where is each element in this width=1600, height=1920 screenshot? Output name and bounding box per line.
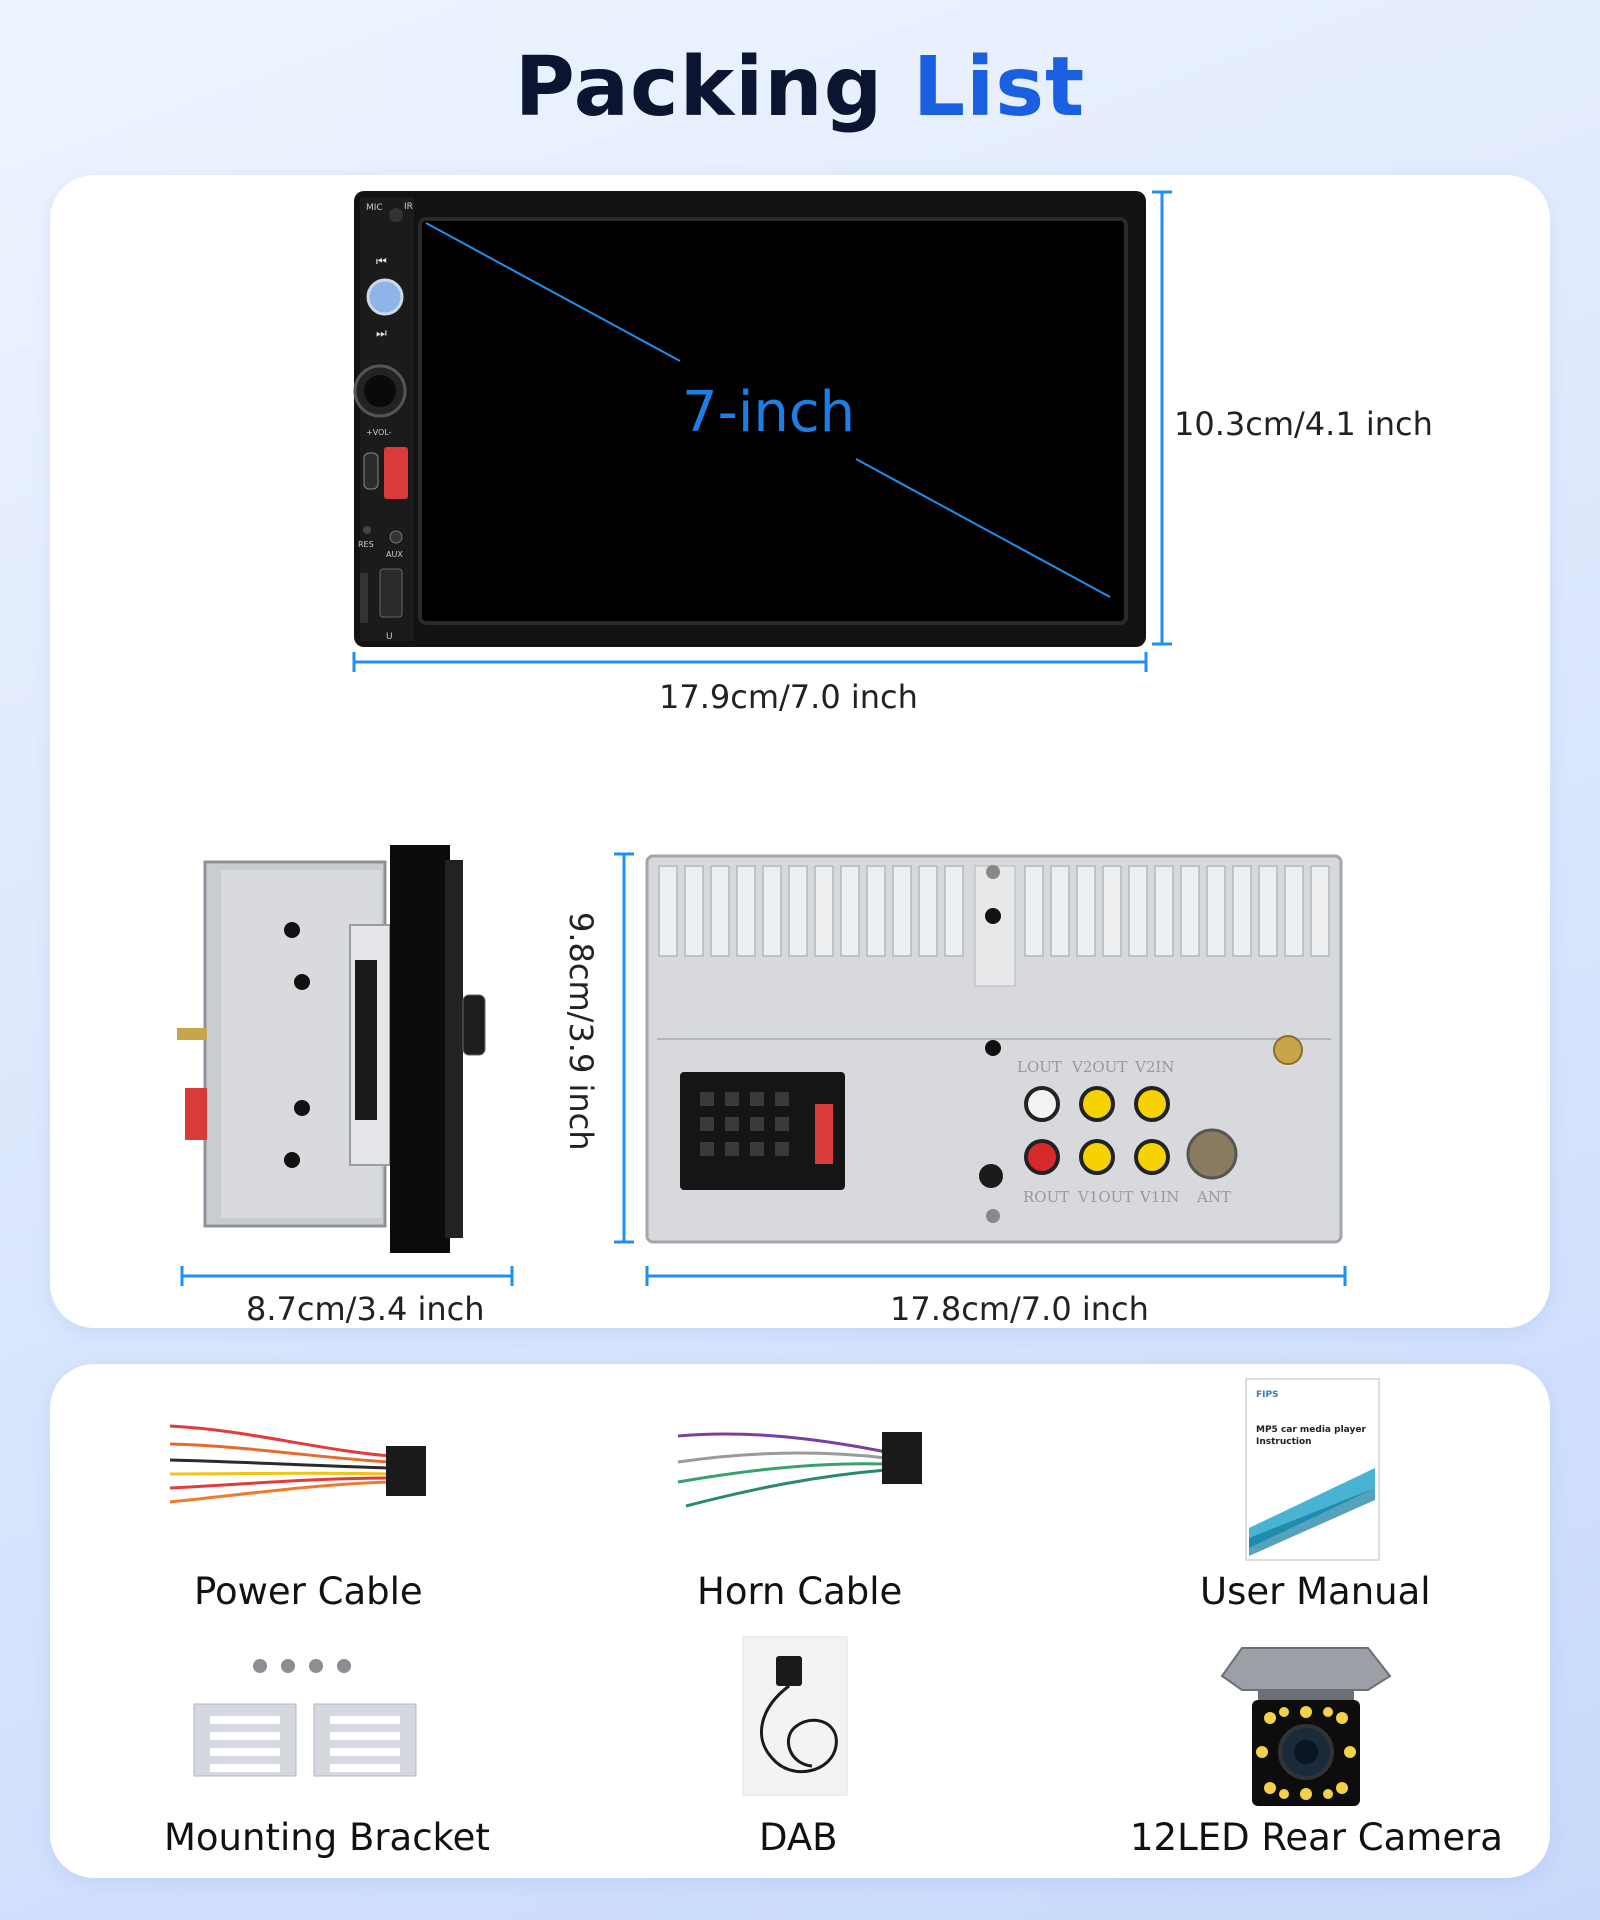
- side-view-illustration: [177, 845, 486, 1253]
- vol-label: +VOL-: [366, 428, 392, 437]
- usb-port: [384, 447, 408, 499]
- accessory-label-dab: DAB: [759, 1816, 838, 1859]
- height-dimension-line: [1152, 190, 1172, 646]
- center-rib: [974, 865, 1016, 987]
- accessory-label-mounting-bracket: Mounting Bracket: [164, 1816, 490, 1859]
- iso-latch: [815, 1104, 833, 1164]
- rca-lout: [1024, 1086, 1060, 1122]
- screen: [418, 217, 1128, 625]
- port-label-v2in: V2IN: [1134, 1058, 1174, 1076]
- horn-cable-icon: [677, 1432, 922, 1508]
- mount-hole: [985, 1040, 1001, 1056]
- rca-v1in: [1134, 1139, 1170, 1175]
- port-label-v2out: V2OUT: [1071, 1058, 1127, 1076]
- accessory-label-power-cable: Power Cable: [194, 1570, 423, 1613]
- back-width-label: 17.8cm/7.0 inch: [890, 1290, 1149, 1328]
- screw: [986, 865, 1000, 879]
- aux-label: AUX: [386, 550, 403, 559]
- port-label-lout: LOUT: [1017, 1058, 1062, 1076]
- bracket-strip: [355, 960, 377, 1120]
- back-width-dimension-line: [645, 1266, 1347, 1286]
- ir-label: IR: [404, 202, 413, 212]
- usb-port-2: [379, 568, 403, 618]
- back-height-dimension-line: [614, 852, 634, 1244]
- back-view-illustration: LOUT V2OUT V2IN ROUT V1OUT V1IN ANT: [645, 854, 1343, 1244]
- power-cable-icon: [169, 1424, 426, 1504]
- side-depth-label: 8.7cm/3.4 inch: [246, 1290, 485, 1328]
- mount-hole: [284, 922, 300, 938]
- rca-v2in: [1134, 1086, 1170, 1122]
- usb-label: U: [386, 632, 393, 642]
- usb-c-port: [363, 452, 379, 490]
- audio-jack: [979, 1164, 1003, 1188]
- port-label-v1in: V1IN: [1139, 1188, 1179, 1206]
- aux-jack: [389, 530, 403, 544]
- prev-track-icon: ⏮: [376, 254, 387, 268]
- front-view-illustration: MIC IR ⏮ ⏭ +VOL- RES AUX U: [353, 191, 1146, 647]
- manual-title: MP5 car media player Instruction: [1256, 1425, 1366, 1447]
- side-height-label: 9.8cm/3.9 inch: [562, 912, 600, 1151]
- port-label-rout: ROUT: [1023, 1188, 1069, 1206]
- mount-hole: [294, 974, 310, 990]
- screen-size-label: 7-inch: [682, 380, 856, 445]
- heatsink-fins: [658, 865, 1330, 957]
- rear-camera-icon: [1220, 1647, 1392, 1806]
- depth-dimension-line: [180, 1266, 514, 1286]
- reset-hole: [363, 526, 371, 534]
- front-panel-side: [390, 845, 450, 1253]
- iso-pins: [700, 1092, 789, 1156]
- mic-label: MIC: [366, 203, 383, 213]
- page-title: Packing List: [0, 40, 1600, 135]
- gps-connector: [1273, 1035, 1303, 1065]
- mount-hole: [985, 908, 1001, 924]
- rca-rout: [1024, 1139, 1060, 1175]
- rca-v2out: [1079, 1086, 1115, 1122]
- ir-sensor: [389, 208, 403, 222]
- accessory-label-horn-cable: Horn Cable: [697, 1570, 903, 1613]
- antenna-connector: [177, 1028, 207, 1040]
- home-button[interactable]: [366, 278, 404, 316]
- next-track-icon: ⏭: [376, 326, 387, 340]
- manual-brand: FIPS: [1256, 1390, 1279, 1400]
- diagonal-line: [855, 458, 1111, 598]
- panel-edge: [445, 860, 463, 1238]
- accessory-label-user-manual: User Manual: [1200, 1570, 1431, 1613]
- user-manual-icon: [1245, 1378, 1380, 1561]
- ant-port: [1186, 1128, 1238, 1180]
- dab-antenna-icon: [742, 1636, 848, 1796]
- res-label: RES: [358, 540, 374, 549]
- volume-knob-center: [364, 375, 396, 407]
- knob-side: [462, 994, 486, 1056]
- title-accent: List: [912, 40, 1086, 135]
- usb-side: [185, 1088, 207, 1140]
- mount-hole: [294, 1100, 310, 1116]
- front-height-label: 10.3cm/4.1 inch: [1174, 405, 1433, 443]
- port-label-v1out: V1OUT: [1077, 1188, 1133, 1206]
- accessory-label-rear-camera: 12LED Rear Camera: [1130, 1816, 1503, 1859]
- mounting-bracket-icon: [193, 1659, 417, 1777]
- mount-hole: [284, 1152, 300, 1168]
- screw: [986, 1209, 1000, 1223]
- width-dimension-line: [352, 652, 1148, 672]
- divider: [657, 1038, 1331, 1040]
- sd-slot: [360, 573, 368, 623]
- rca-v1out: [1079, 1139, 1115, 1175]
- port-label-ant: ANT: [1196, 1188, 1231, 1206]
- control-strip: [360, 197, 414, 641]
- title-main: Packing: [514, 40, 884, 135]
- front-width-label: 17.9cm/7.0 inch: [659, 678, 918, 716]
- diagonal-line: [425, 222, 681, 362]
